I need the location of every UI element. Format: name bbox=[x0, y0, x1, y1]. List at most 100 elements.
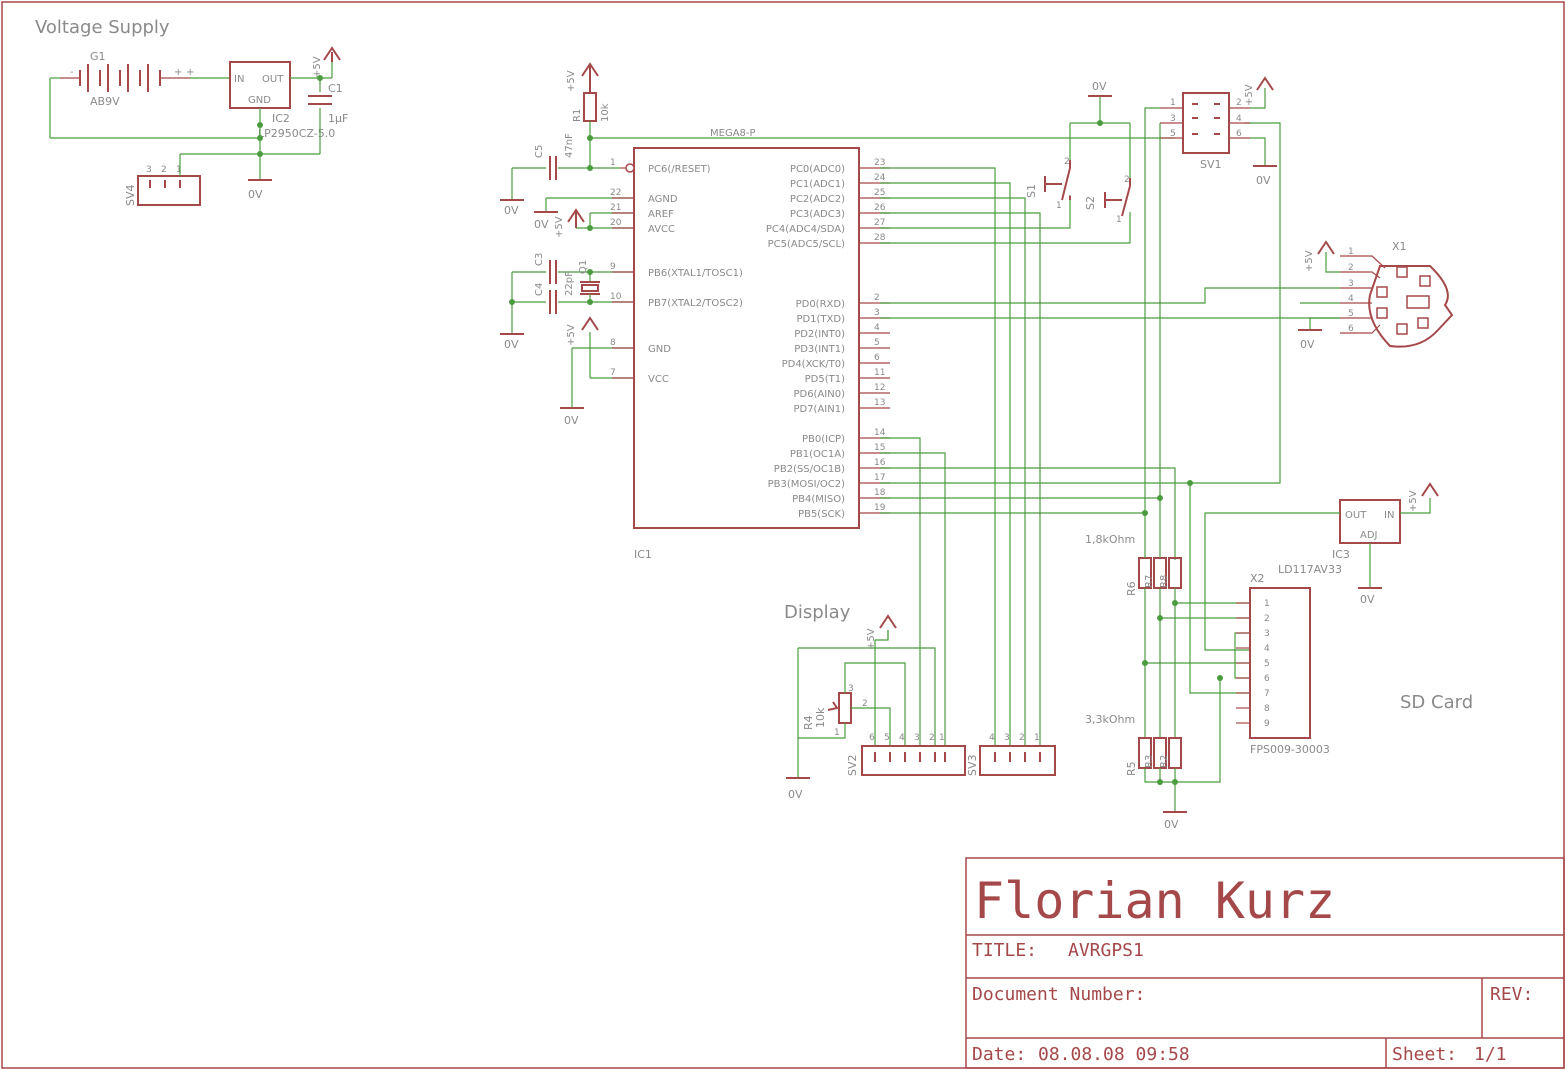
svg-text:6: 6 bbox=[1348, 324, 1354, 334]
svg-text:+: + bbox=[186, 67, 194, 78]
capacitor-c5: 0V C5 47nF bbox=[500, 133, 620, 217]
sv3-pin-number: 4 bbox=[989, 733, 995, 743]
sv2-pin-number: 3 bbox=[914, 733, 920, 743]
svg-text:4: 4 bbox=[1236, 114, 1242, 124]
svg-text:R4: R4 bbox=[802, 715, 815, 730]
ic1-pin-label: PB7(XTAL2/TOSC2) bbox=[648, 298, 743, 309]
title-block: Florian Kurz TITLE: AVRGPS1 Document Num… bbox=[965, 857, 1565, 1069]
author-name: Florian Kurz bbox=[974, 872, 1335, 930]
ic1-pin-number: 25 bbox=[874, 188, 885, 198]
label-g1: G1 bbox=[90, 50, 106, 63]
svg-text:1: 1 bbox=[1116, 215, 1122, 225]
svg-text:+: + bbox=[174, 67, 182, 78]
ic1-pin-number: 11 bbox=[874, 368, 885, 378]
ic1-pin-label: AGND bbox=[648, 194, 678, 205]
ic1-pin-label: PB6(XTAL1/TOSC1) bbox=[648, 268, 743, 279]
sv2-pin-number: 6 bbox=[869, 733, 875, 743]
svg-text:0V: 0V bbox=[1360, 593, 1375, 606]
ic1-pin-label: PC6(/RESET) bbox=[648, 164, 711, 175]
resistor-group-bottom: 3,3kOhm R5 R3 R2 bbox=[1085, 713, 1182, 776]
ic1-pin-number: 12 bbox=[874, 383, 885, 393]
section-display: Display bbox=[784, 602, 851, 623]
label-ic2: IC2 bbox=[272, 112, 290, 125]
svg-text:22pF: 22pF bbox=[564, 271, 575, 296]
svg-text:R5: R5 bbox=[1125, 761, 1138, 776]
svg-text:IN: IN bbox=[234, 74, 244, 85]
ic1-pin-number: 6 bbox=[874, 353, 880, 363]
ic1-pin-number: 19 bbox=[874, 503, 886, 513]
ic1-pin-number: 10 bbox=[610, 292, 622, 302]
svg-text:SV3: SV3 bbox=[966, 754, 979, 776]
svg-text:0V: 0V bbox=[1300, 338, 1315, 351]
sv3-pin-number: 3 bbox=[1004, 733, 1010, 743]
svg-text:C1: C1 bbox=[328, 82, 343, 95]
ic1-pin-label: PB0(ICP) bbox=[802, 434, 845, 445]
sv3-pin-number: 2 bbox=[1019, 733, 1025, 743]
ic1-pin-number: 9 bbox=[610, 262, 616, 272]
value-ic2: LP2950CZ-5.0 bbox=[258, 127, 335, 140]
rev-label: REV: bbox=[1490, 984, 1533, 1005]
resistor-r1: +5V R1 10k bbox=[566, 62, 611, 122]
connector-x1: 1 2 3 4 5 6 X1 bbox=[1340, 240, 1454, 348]
title-label: TITLE: bbox=[972, 940, 1037, 961]
ic1-pin-label: PC4(ADC4/SDA) bbox=[766, 224, 845, 235]
supply-5v-vcc: +5V bbox=[566, 316, 599, 346]
svg-text:5: 5 bbox=[1170, 129, 1176, 139]
capacitor-c3: C3 22pF bbox=[512, 253, 634, 296]
ic1-pin-number: 1 bbox=[610, 158, 616, 168]
ic1-pin-label: PD0(RXD) bbox=[796, 299, 845, 310]
ic1-pin-number: 16 bbox=[874, 458, 886, 468]
svg-text:IN: IN bbox=[1384, 510, 1394, 521]
x2-pin-number: 6 bbox=[1264, 674, 1270, 684]
ic1-pin-label: GND bbox=[648, 344, 671, 355]
ic1-pin-label: PD4(XCK/T0) bbox=[782, 359, 845, 370]
ic1-pin-label: PC0(ADC0) bbox=[790, 164, 845, 175]
svg-text:0V: 0V bbox=[504, 204, 519, 217]
svg-text:R7: R7 bbox=[1144, 575, 1155, 588]
date-value: 08.08.08 09:58 bbox=[1038, 1044, 1190, 1065]
svg-text:47nF: 47nF bbox=[564, 133, 575, 158]
ic1-pin-label: PC3(ADC3) bbox=[790, 209, 845, 220]
sheet-label: Sheet: bbox=[1392, 1044, 1457, 1065]
ic1-pin-label: PD1(TXD) bbox=[796, 314, 845, 325]
ic1-pin-label: PB1(OC1A) bbox=[790, 449, 845, 460]
sv2-pin-number: 5 bbox=[884, 733, 890, 743]
ic1-pin-number: 17 bbox=[874, 473, 885, 483]
svg-text:SV2: SV2 bbox=[846, 754, 859, 776]
ic1-pin-number: 26 bbox=[874, 203, 886, 213]
supply-5v-a: +5V bbox=[312, 46, 341, 78]
svg-text:0V: 0V bbox=[1092, 80, 1107, 93]
svg-text:R1: R1 bbox=[572, 109, 583, 122]
svg-text:SV4: SV4 bbox=[124, 184, 137, 206]
svg-text:+5V: +5V bbox=[1244, 84, 1255, 106]
svg-text:0V: 0V bbox=[504, 338, 519, 351]
svg-text:6: 6 bbox=[1236, 129, 1242, 139]
x2-pin-number: 9 bbox=[1264, 719, 1270, 729]
svg-text:C3: C3 bbox=[534, 253, 545, 266]
ic1-pin-label: PD3(INT1) bbox=[794, 344, 845, 355]
ic1-pin-label: PD7(AIN1) bbox=[793, 404, 845, 415]
value-g1: AB9V bbox=[90, 95, 120, 108]
x2-pin-number: 5 bbox=[1264, 659, 1270, 669]
ic1-pin-label: PB4(MISO) bbox=[792, 494, 845, 505]
sv2-pin-number: 2 bbox=[929, 733, 935, 743]
ic1-pin-label: PC5(ADC5/SCL) bbox=[768, 239, 845, 250]
doc-number-label: Document Number: bbox=[972, 984, 1145, 1005]
svg-text:2: 2 bbox=[1236, 98, 1242, 108]
x2-pin-number: 1 bbox=[1264, 599, 1270, 609]
svg-text:3: 3 bbox=[1170, 114, 1176, 124]
svg-text:2: 2 bbox=[161, 165, 167, 175]
svg-text:R8: R8 bbox=[1159, 575, 1170, 588]
ic1-pin-label: PD2(INT0) bbox=[794, 329, 845, 340]
svg-text:2: 2 bbox=[1348, 263, 1354, 273]
svg-text:2: 2 bbox=[1064, 157, 1070, 167]
svg-text:S2: S2 bbox=[1084, 196, 1097, 210]
svg-text:LD117AV33: LD117AV33 bbox=[1278, 563, 1342, 576]
svg-text:1,8kOhm: 1,8kOhm bbox=[1085, 533, 1135, 546]
x2-pin-number: 3 bbox=[1264, 629, 1270, 639]
ic1-pin-number: 2 bbox=[874, 293, 880, 303]
svg-text:R6: R6 bbox=[1125, 581, 1138, 596]
sheet-value: 1/1 bbox=[1474, 1044, 1507, 1065]
